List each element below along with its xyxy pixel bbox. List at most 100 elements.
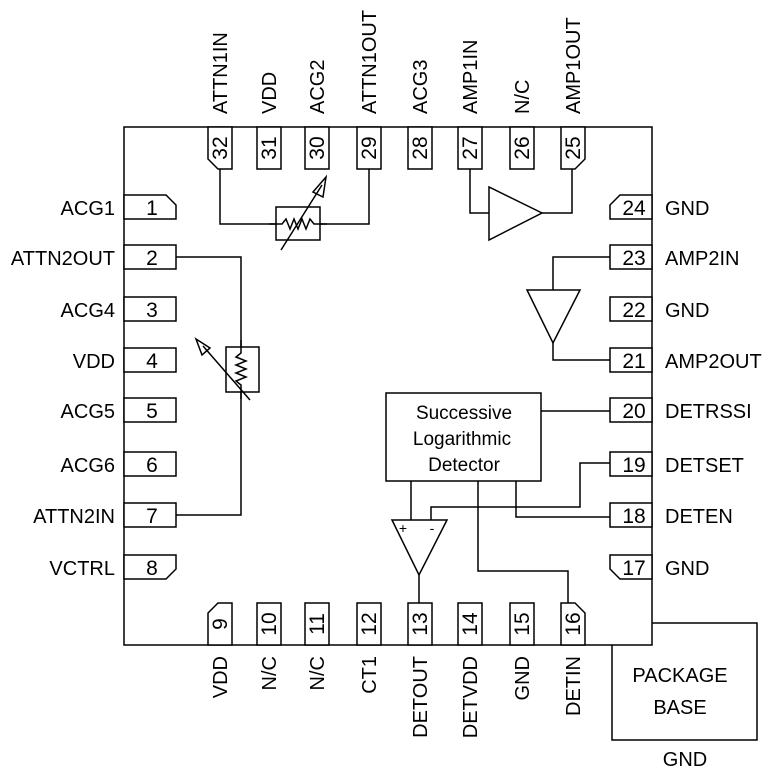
pin-number: 19 [622, 454, 645, 477]
pin-label: CT1 [359, 656, 381, 694]
pin-label: ACG3 [410, 60, 432, 114]
pin-number: 18 [622, 505, 645, 528]
pin-pad [609, 502, 653, 528]
pin-number: 5 [146, 400, 158, 423]
pin-label: ATTN1OUT [359, 10, 381, 114]
pin-5: 5 ACG5 [61, 397, 177, 423]
pin-label: ACG1 [61, 198, 115, 220]
pin-label: DETRSSI [665, 401, 752, 423]
pin-31: 31 VDD [256, 72, 282, 170]
pin-2: 2 ATTN2OUT [11, 244, 177, 270]
pins: 32ATTN1IN31VDD30ACG229ATTN1OUT28ACG327AM… [11, 10, 762, 738]
pin-29: 29 ATTN1OUT [356, 10, 382, 170]
pin-label: VDD [73, 351, 115, 373]
pin-number: 3 [146, 299, 158, 322]
pin-20: 20 DETRSSI [609, 397, 752, 423]
pin-label: AMP2IN [665, 248, 739, 270]
pin-number: 24 [622, 197, 646, 220]
pin-pad [207, 126, 233, 170]
pin-pad [407, 602, 433, 646]
pin-number: 29 [358, 136, 381, 159]
pin-label: ACG2 [307, 60, 329, 114]
pin-number: 17 [622, 557, 645, 580]
pin-label: DETSET [665, 455, 744, 477]
pin-pad [123, 296, 177, 322]
pin-label: ATTN2IN [33, 506, 115, 528]
pin-number: 9 [209, 618, 232, 630]
pin-label: AMP2OUT [665, 351, 762, 373]
pin-pad [560, 602, 586, 646]
pin-number: 15 [511, 612, 534, 635]
attenuator-1 [219, 169, 370, 251]
log-detector: Successive Logarithmic Detector [385, 392, 610, 603]
pin-label: ATTN2OUT [11, 248, 115, 270]
pin-pad [609, 347, 653, 373]
pin-30: 30 ACG2 [304, 60, 330, 170]
package-base-gnd: GND [663, 749, 707, 771]
pin-number: 32 [209, 136, 232, 159]
pin-22: 22 GND [609, 296, 709, 322]
pin-pad [560, 126, 586, 170]
pin-label: DETEN [665, 506, 733, 528]
pin-number: 22 [622, 299, 645, 322]
pin-pad [356, 602, 382, 646]
plus-input-label: + [399, 520, 407, 536]
pin-pad [123, 347, 177, 373]
attenuator-2 [176, 256, 260, 516]
detector-label-line3: Detector [428, 455, 500, 476]
pin-pad [123, 451, 177, 477]
pin-10: 10N/C [256, 602, 282, 690]
pin-number: 21 [622, 350, 645, 373]
pin-label: ATTN1IN [210, 32, 232, 114]
pin-label: VCTRL [49, 558, 115, 580]
amplifier-1 [469, 169, 573, 242]
pin-pad [609, 554, 653, 580]
pin-pad [304, 126, 330, 170]
pin-label: AMP1OUT [563, 17, 585, 114]
pin-number: 12 [358, 612, 381, 635]
pin-label: VDD [210, 656, 232, 698]
pin-pad [609, 451, 653, 477]
pin-label: GND [665, 300, 709, 322]
pin-pad [457, 602, 483, 646]
pin-number: 16 [562, 612, 585, 635]
pin-24: 24 GND [609, 194, 709, 220]
pin-28: 28 ACG3 [407, 60, 433, 170]
pin-pad [609, 397, 653, 423]
pin-label: VDD [259, 72, 281, 114]
minus-input-label: - [430, 520, 435, 536]
amplifier-2 [525, 256, 610, 361]
package-base: PACKAGE BASE GND [611, 622, 758, 771]
pin-label: GND [665, 198, 709, 220]
pin-18: 18 DETEN [609, 502, 733, 528]
pin-pad [123, 502, 177, 528]
pin-label: N/C [512, 80, 534, 114]
pin-number: 10 [258, 612, 281, 635]
pin-number: 31 [258, 136, 281, 159]
pin-26: 26 N/C [509, 80, 535, 170]
pin-pad [509, 126, 535, 170]
pin-label: DETIN [563, 656, 585, 716]
pin-number: 26 [511, 136, 534, 159]
pin-number: 20 [622, 400, 645, 423]
pin-number: 2 [146, 247, 158, 270]
pin-11: 11N/C [304, 602, 330, 690]
pin-pad [609, 244, 653, 270]
pin-pad [407, 126, 433, 170]
pin-pad [256, 602, 282, 646]
pin-number: 28 [409, 136, 432, 159]
pin-label: ACG5 [61, 401, 115, 423]
pin-number: 13 [409, 612, 432, 635]
pin-label: ACG6 [61, 455, 115, 477]
pin-number: 30 [306, 136, 329, 159]
pin-label: AMP1IN [460, 40, 482, 114]
